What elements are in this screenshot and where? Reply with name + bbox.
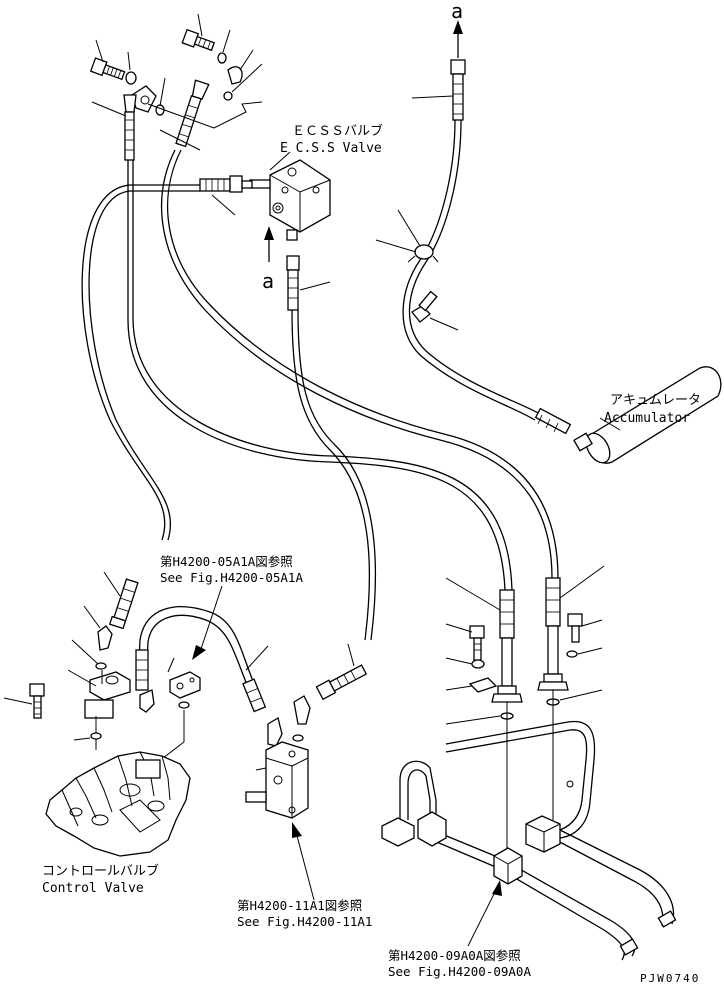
accumulator	[534, 366, 722, 464]
ref3-label-jp: 第H4200-09A0A図参照	[388, 948, 521, 963]
leader-elbow	[83, 605, 101, 629]
leader-bent-tube	[245, 645, 269, 671]
accumulator-label-en: Accumulator	[604, 411, 690, 426]
elbow-fitting-icon	[293, 695, 311, 725]
bolt-icon	[181, 28, 216, 52]
hose-fitting-icon	[123, 94, 137, 161]
leader-lines-top-left	[91, 13, 263, 151]
ref2-label-jp: 第H4200-11A1図参照	[237, 898, 362, 913]
leader	[73, 737, 91, 741]
leader-oring	[71, 639, 99, 665]
hose-long-left	[127, 160, 506, 591]
washer-icon	[566, 650, 578, 658]
washer-icon	[471, 659, 485, 669]
leader	[445, 657, 473, 665]
hose-fitting-icon	[175, 79, 210, 148]
elbow-fitting-icon	[97, 625, 113, 651]
elbow-fitting-icon	[267, 716, 283, 747]
o-ring-icon	[223, 91, 233, 101]
elbow-fitting-icon	[139, 689, 155, 713]
o-ring-icon	[155, 104, 165, 116]
arrow-up-icon	[453, 20, 463, 58]
leader-ecss	[269, 151, 291, 171]
reference-arrow	[467, 880, 502, 947]
hose-fitting-icon	[491, 589, 523, 703]
leader	[445, 685, 473, 691]
bolt-icon	[89, 57, 126, 81]
top-left-fittings	[89, 28, 263, 161]
o-ring-icon	[95, 662, 107, 670]
reference-arrow	[292, 822, 315, 901]
ecss-label-en: E C.S.S Valve	[280, 141, 382, 156]
leader-clamp-2	[375, 239, 417, 253]
clamp-icon	[407, 244, 439, 263]
leader-bolt	[429, 317, 459, 331]
leader-top-right	[411, 95, 454, 99]
accumulator-label-jp: アキュムレータ	[610, 393, 701, 408]
hose-fitting-icon	[450, 59, 466, 121]
hose-fitting-icon	[242, 678, 267, 713]
bent-tube	[137, 606, 263, 709]
clamp-half-icon	[468, 677, 498, 693]
leader	[581, 619, 603, 627]
o-ring-icon	[292, 734, 304, 742]
leader	[347, 643, 355, 667]
leader	[559, 565, 605, 599]
leader	[445, 623, 473, 633]
hose-ecss-down	[291, 309, 371, 641]
flange-block-icon	[84, 671, 131, 719]
leader	[577, 647, 603, 655]
leader-bracket	[213, 101, 263, 129]
marker-a-mid: a	[262, 269, 274, 293]
ref2-label-en: See Fig.H4200-11A1	[237, 914, 372, 929]
clamp-half-icon	[227, 66, 243, 85]
bolt-icon	[567, 613, 583, 643]
leader	[167, 657, 175, 673]
reference-arrow	[192, 585, 223, 660]
leader-cv-hose	[103, 571, 121, 597]
ref3-label-en: See Fig.H4200-09A0A	[388, 964, 531, 979]
leader-accumulator	[599, 417, 621, 431]
piping-assembly	[381, 720, 677, 961]
washer-icon	[217, 52, 227, 64]
leader	[559, 689, 603, 701]
leader-clamp	[397, 209, 421, 247]
connector-block-icon	[169, 671, 201, 699]
bolt-icon	[29, 683, 45, 719]
leader-ecss-bottom	[299, 281, 331, 291]
ref1-label-en: See Fig.H4200-05A1A	[160, 570, 303, 585]
hose-fitting-icon	[135, 649, 149, 691]
o-ring-icon	[178, 701, 190, 709]
control-valve	[45, 751, 191, 857]
hose-fitting-icon	[537, 577, 569, 691]
leader-bolt-left	[3, 697, 33, 705]
hose-long-middle	[160, 149, 553, 579]
o-ring-icon	[90, 732, 102, 740]
hose-ecss-to-control-valve	[81, 184, 200, 541]
bolt-icon	[469, 625, 485, 661]
hose-to-accumulator	[402, 119, 536, 421]
ref1-label-jp: 第H4200-05A1A図参照	[160, 554, 293, 569]
arrow-up-icon	[264, 226, 274, 262]
leader	[445, 715, 501, 725]
manifold-block	[245, 741, 309, 819]
ecss-label-jp: ＥＣＳＳバルブ	[292, 123, 383, 139]
leader-flange	[67, 669, 97, 687]
drawing-number: PJW0740	[640, 972, 700, 985]
washer-icon	[125, 71, 137, 85]
leader	[445, 577, 501, 611]
hose-lines	[81, 119, 559, 641]
hose-fitting-icon	[108, 578, 139, 630]
text-labels: ＥＣＳＳバルブ E C.S.S Valve アキュムレータ Accumulato…	[42, 0, 701, 985]
hose-fitting-icon	[286, 255, 300, 311]
control-valve-label-en: Control Valve	[42, 881, 144, 896]
bolt-icon	[411, 290, 438, 323]
control-valve-label-jp: コントロールバルブ	[42, 863, 159, 879]
hose-fitting-icon	[315, 664, 368, 701]
ecss-valve	[199, 159, 331, 241]
leader-ecss-hose	[211, 194, 236, 216]
marker-a-top: a	[451, 0, 463, 23]
